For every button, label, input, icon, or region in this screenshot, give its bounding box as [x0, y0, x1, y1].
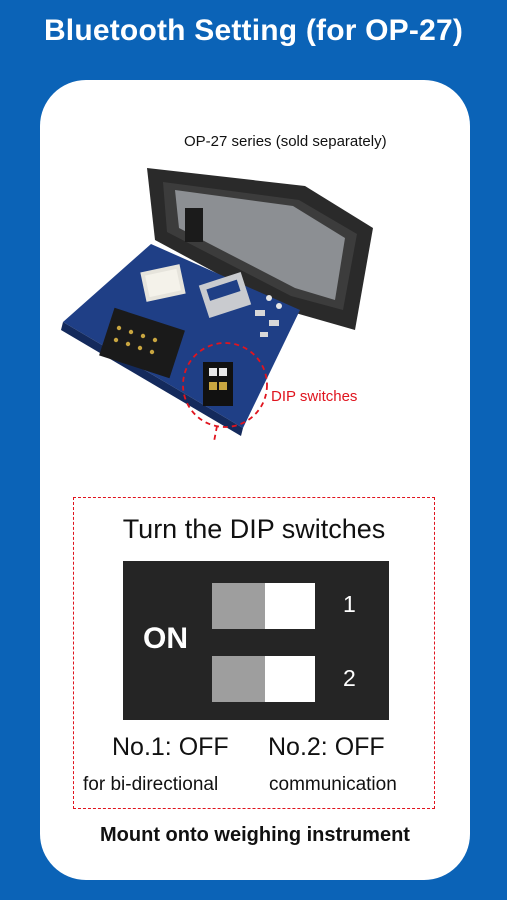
setting-caption-right: communication [269, 774, 397, 795]
dip-instruction-box [73, 497, 435, 809]
dip-switch-2-number: 2 [343, 665, 356, 691]
product-caption: OP-27 series (sold separately) [184, 133, 387, 150]
mount-instruction: Mount onto weighing instrument [100, 824, 410, 846]
dip-on-label: ON [143, 622, 188, 655]
dip-highlight-circle [182, 342, 268, 428]
setting-caption-left: for bi-directional [83, 774, 219, 795]
dip-switch-2 [212, 656, 315, 702]
switch-2-setting: No.2: OFF [268, 733, 385, 761]
dip-switches-callout: DIP switches [271, 388, 358, 405]
op27-module-photo [61, 168, 373, 440]
switch-1-setting: No.1: OFF [112, 733, 229, 761]
page-title: Bluetooth Setting (for OP-27) [43, 14, 464, 47]
callout-arrow [213, 425, 218, 440]
dip-switch-1-number: 1 [343, 591, 356, 617]
module-enclosure [147, 168, 373, 330]
dip-switch-1-knob [265, 583, 315, 629]
pcb-dip-switch-block [203, 362, 233, 406]
dip-instruction-heading: Turn the DIP switches [122, 514, 386, 544]
module-pcb [61, 244, 300, 436]
dip-switch-1 [212, 583, 315, 629]
dip-switch-2-knob [265, 656, 315, 702]
